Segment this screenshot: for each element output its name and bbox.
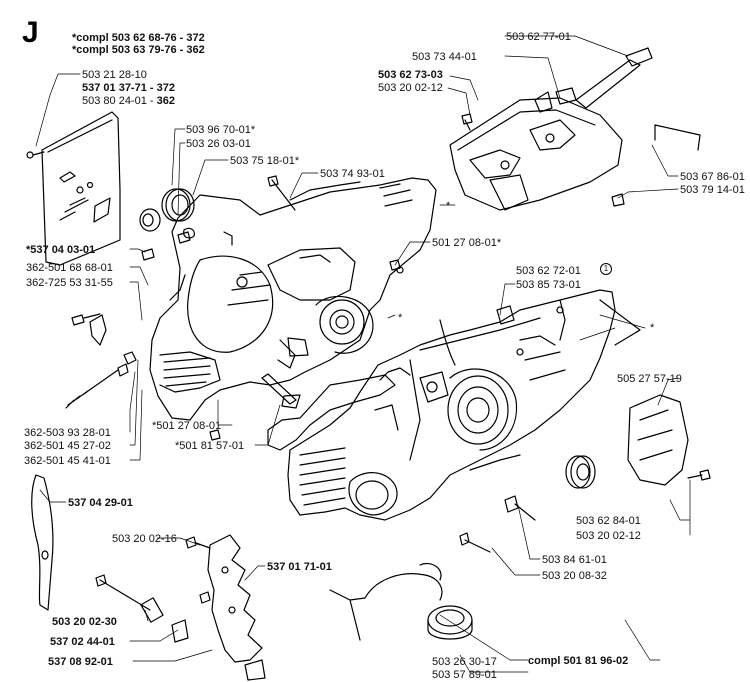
part-label: 537 01 37-71 - 372 xyxy=(82,82,175,94)
part-label: 503 26 30-17 xyxy=(432,656,497,668)
asterisk-marker: * xyxy=(398,312,403,324)
part-label: 503 62 72-01 xyxy=(516,265,581,277)
oil-cap xyxy=(329,562,473,641)
part-label: 503 20 08-32 xyxy=(542,570,607,582)
part-label: 537 01 71-01 xyxy=(267,561,332,573)
part-label: 503 20 02-12 xyxy=(576,530,641,542)
part-label: 503 79 14-01 xyxy=(680,184,745,196)
part-label: 503 75 18-01* xyxy=(230,155,300,167)
part-label: 362-501 68 68-01 xyxy=(26,262,113,274)
part-label: 537 04 29-01 xyxy=(68,497,133,509)
part-label: 537 08 92-01 xyxy=(48,656,113,668)
part-label: 503 62 84-01 xyxy=(576,515,641,527)
part-label: 503 62 77-01 xyxy=(506,31,571,43)
leader-lines xyxy=(35,35,691,673)
part-label: 362-503 93 28-01 xyxy=(24,427,111,439)
part-label: 501 27 08-01* xyxy=(432,237,502,249)
seal-ring xyxy=(565,455,596,489)
left-crankcase xyxy=(149,177,437,421)
part-label: 362-501 45 27-02 xyxy=(24,440,111,452)
part-label: 503 85 73-01 xyxy=(516,279,581,291)
part-label: 505 27 57-19 xyxy=(617,373,682,385)
side-cover xyxy=(627,394,711,486)
part-label: 503 21 28-10 xyxy=(82,69,147,81)
bolts-lower xyxy=(459,495,536,553)
part-label: *537 04 03-01 xyxy=(26,244,96,256)
part-label: 503 20 02-30 xyxy=(52,616,117,628)
part-label: 503 74 93-01 xyxy=(320,168,385,180)
part-label: 503 26 03-01 xyxy=(186,138,251,150)
assembly-note-2: *compl 503 63 79-76 - 362 xyxy=(72,44,205,56)
section-letter: J xyxy=(22,16,39,49)
part-label: 503 62 73-03 xyxy=(378,69,443,81)
top-housing xyxy=(449,47,701,211)
part-label: 537 02 44-01 xyxy=(50,636,115,648)
right-crankcase xyxy=(287,289,641,521)
circled-note-mark: 1 xyxy=(600,263,612,275)
part-label: 503 73 44-01 xyxy=(412,51,477,63)
filter-plate xyxy=(26,111,121,266)
part-label: 362-501 45 41-01 xyxy=(24,455,111,467)
bolts-bottom-left xyxy=(95,536,266,681)
small-parts-left xyxy=(65,175,515,441)
part-label: *501 27 08-01 xyxy=(152,420,222,432)
asterisk-marker: * xyxy=(650,322,655,334)
part-label: 503 67 86-01 xyxy=(680,171,745,183)
part-label-suffix: 362 xyxy=(156,95,175,107)
bumper-spike xyxy=(207,534,263,663)
assembly-note-1: *compl 503 62 68-76 - 372 xyxy=(72,32,205,44)
chain-guide xyxy=(31,474,54,611)
part-label: 503 20 02-12 xyxy=(378,82,443,94)
gasket xyxy=(267,367,411,451)
part-label: 362-725 53 31-55 xyxy=(26,277,113,289)
part-label: 503 96 70-01* xyxy=(186,124,256,136)
part-label: 503 57 89-01 xyxy=(432,669,497,681)
part-label: compl 501 81 96-02 xyxy=(528,655,629,667)
part-label: 503 84 61-01 xyxy=(542,554,607,566)
asterisk-marker: * xyxy=(446,200,451,212)
bearing-parts xyxy=(139,188,195,261)
part-label: 503 20 02-16 xyxy=(112,533,177,545)
part-label-mixed: 503 80 24-01 - 362 xyxy=(82,95,175,107)
part-label: *501 81 57-01 xyxy=(175,440,245,452)
